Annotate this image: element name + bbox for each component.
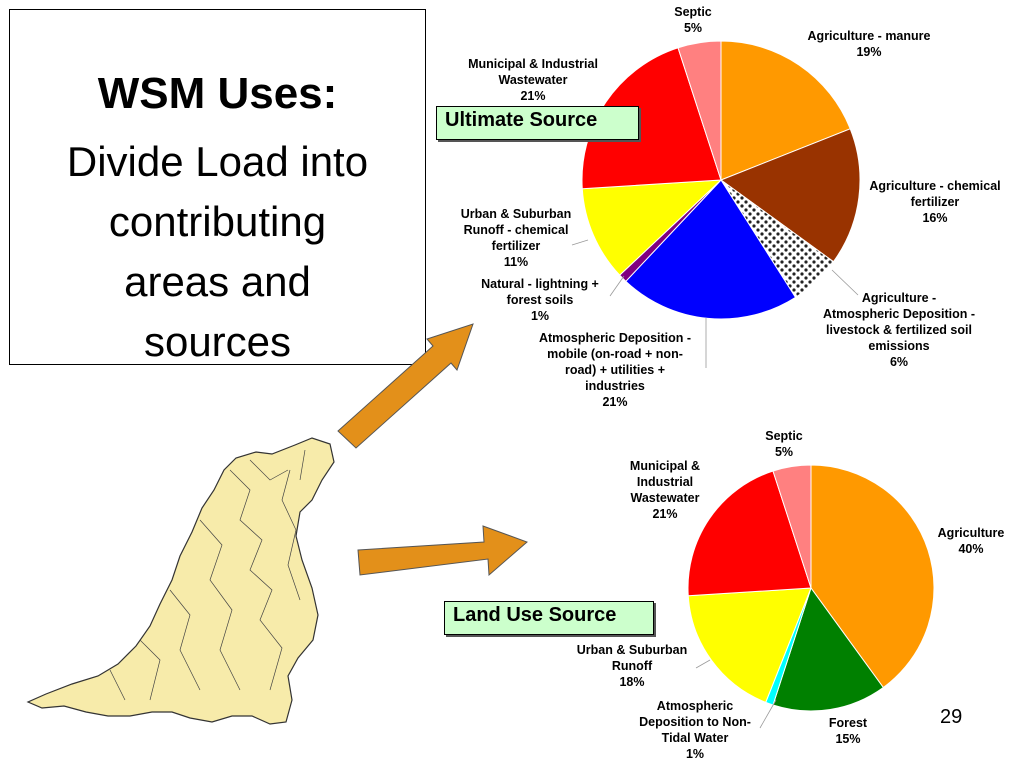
pie2-label-atmospheric: Atmospheric Deposition to Non- Tidal Wat…: [639, 699, 751, 761]
pie2-slice-3: [687, 587, 812, 704]
pie1-label-atmospheric-deposition: Atmospheric Deposition - mobile (on-road…: [538, 331, 692, 409]
pie2-slice-4: [687, 470, 812, 597]
leader-lines: [571, 239, 859, 729]
slide-title: WSM Uses:: [97, 69, 338, 118]
pie2-label-municipal: Municipal & Industrial Wastewater 21%: [629, 459, 701, 521]
pie1-slice-5: [581, 179, 723, 276]
arrow-to-ultimate-icon: [337, 323, 474, 449]
pie1-slice-7: [677, 40, 722, 181]
pie2-label-agriculture: Agriculture 40%: [937, 526, 1005, 556]
slide-number: 29: [940, 706, 963, 728]
pie1-label-agriculture-chemical: Agriculture - chemical fertilizer 16%: [869, 179, 1001, 225]
pie2-label-urban-runoff: Urban & Suburban Runoff 18%: [576, 643, 688, 689]
pie2-slice-0: [810, 464, 935, 689]
slide-subtitle: Divide Load into contributing areas and …: [66, 138, 369, 365]
land-use-source-pie: [687, 464, 935, 712]
pie1-label-agriculture-atmospheric: Agriculture - Atmospheric Deposition - l…: [822, 291, 976, 369]
pie2-label-septic: Septic 5%: [765, 429, 803, 459]
pie1-slice-3: [625, 179, 797, 320]
pie1-slice-1: [719, 128, 861, 263]
title-box: WSM Uses: Divide Load into contributing …: [9, 9, 426, 365]
pie2-label-forest: Forest 15%: [828, 716, 868, 746]
pie1-label-municipal: Municipal & Industrial Wastewater 21%: [468, 57, 598, 103]
pie1-label-urban-runoff: Urban & Suburban Runoff - chemical ferti…: [460, 207, 572, 269]
ultimate-source-label: Ultimate Source: [436, 106, 639, 140]
pie2-slice-1: [772, 586, 884, 712]
pie1-slice-0: [720, 40, 851, 181]
pie1-label-natural: Natural - lightning + forest soils 1%: [481, 277, 599, 323]
pie1-label-agriculture-manure: Agriculture - manure 19%: [807, 29, 931, 59]
ultimate-source-pie: [581, 40, 861, 320]
watershed-map: [26, 437, 335, 725]
pie2-slice-5: [772, 464, 812, 589]
arrow-to-landuse-icon: [357, 525, 528, 577]
pie1-slice-6: [581, 47, 722, 190]
pie1-label-septic: Septic 5%: [674, 5, 712, 35]
land-use-source-label: Land Use Source: [444, 601, 654, 635]
